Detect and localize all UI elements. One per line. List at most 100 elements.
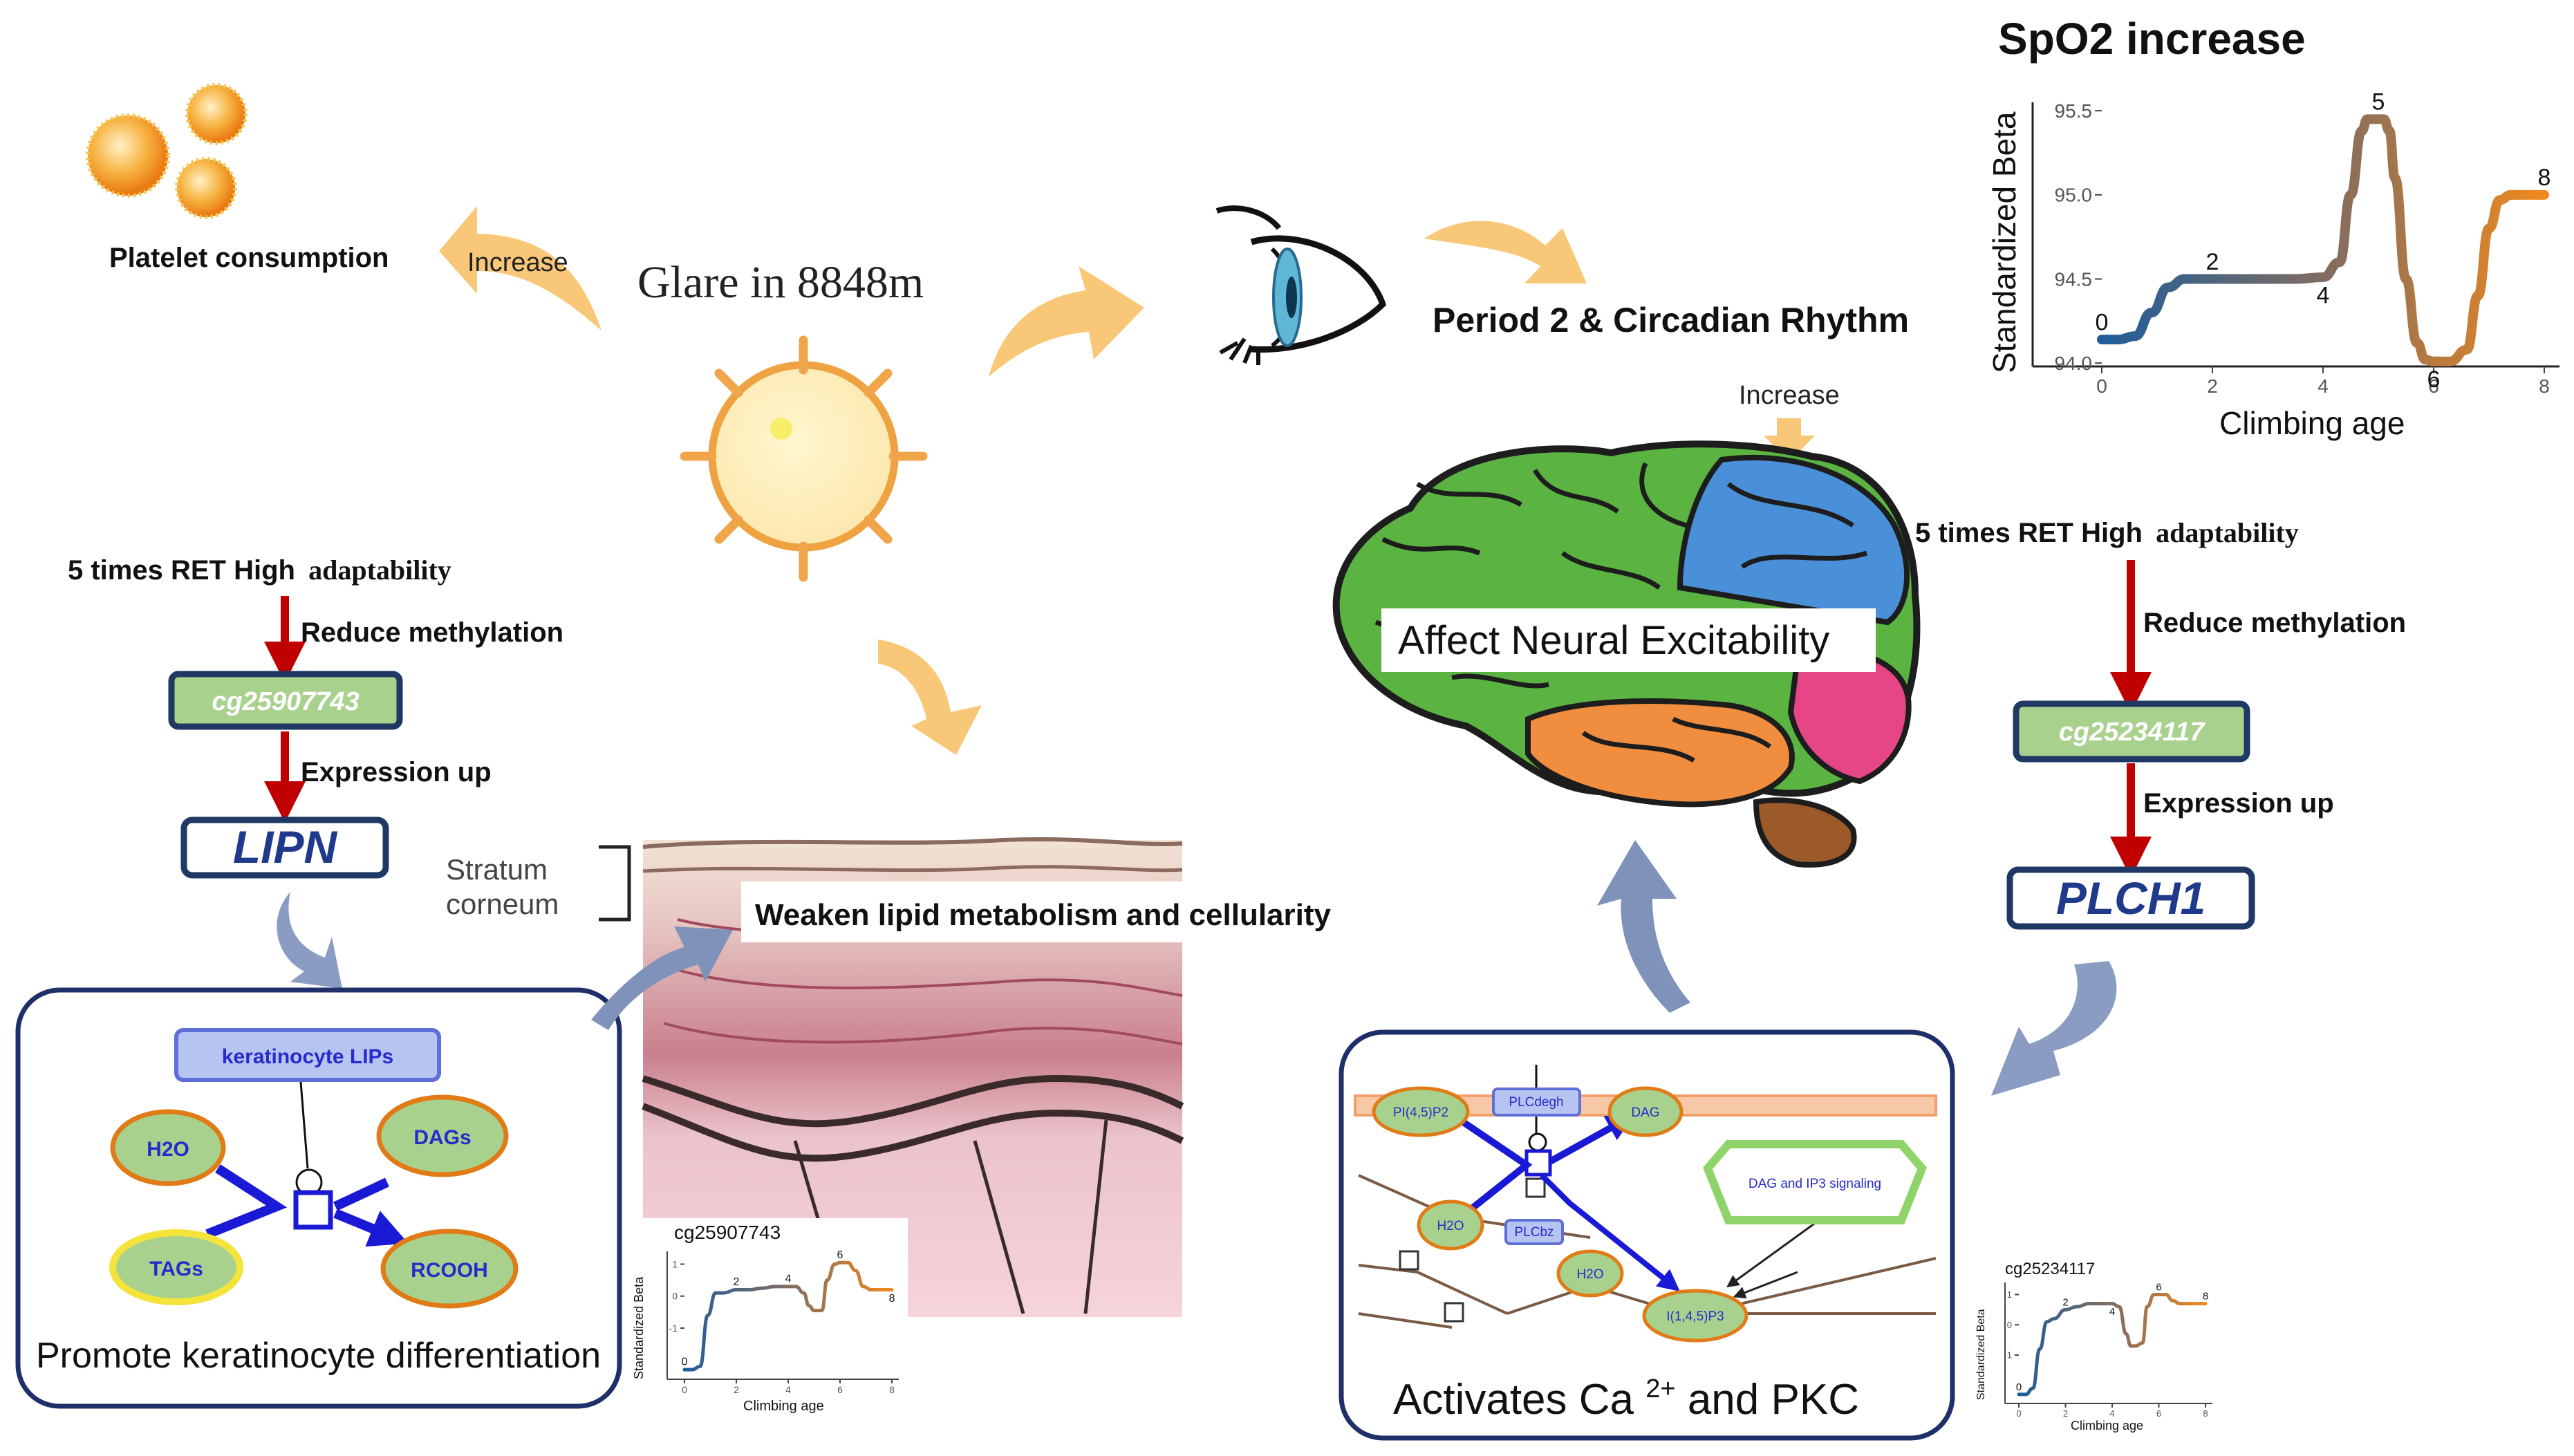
node-h2o-b-label: H2O: [1576, 1267, 1603, 1282]
platelet-label: Platelet consumption: [109, 243, 389, 273]
left-gene-label: LIPN: [233, 821, 338, 872]
spo2-point-label: 4: [2317, 282, 2330, 308]
right-ret-serif: adaptability: [2156, 517, 2299, 548]
c1-xtick-label: 2: [734, 1384, 739, 1395]
cg25907743-series-line: [682, 1260, 894, 1372]
c1-ytick-label: -1: [669, 1323, 678, 1334]
right-reduce-label: Reduce methylation: [2143, 608, 2406, 638]
node-ip3: [1642, 1289, 1748, 1343]
cg25907743-x-axis-label: Climbing age: [743, 1399, 824, 1414]
spo2-ytick-label: 95.5: [2055, 100, 2093, 122]
c2-ytick-label: -1: [2004, 1350, 2012, 1361]
node-dags: [376, 1094, 509, 1177]
spo2-xtick-label: 6: [2428, 375, 2439, 397]
node-h2o-b: [1556, 1249, 1624, 1298]
arrow-circadian-to-brain: [1764, 418, 1815, 462]
cg25234117-x-axis-label: Climbing age: [2071, 1419, 2143, 1432]
c1-xtick-label: 8: [889, 1384, 895, 1395]
node-h2o-a: [1417, 1200, 1484, 1251]
cg25234117-series-line: [2017, 1293, 2208, 1397]
right-ret-label: 5 times RET High adaptability: [1915, 517, 2299, 548]
spo2-point-label: 0: [2096, 309, 2109, 335]
c1-xtick-label: 4: [785, 1384, 791, 1395]
spo2-xtick-label: 0: [2096, 375, 2107, 397]
keratinocyte-pathway-diagram: keratinocyte LIPs H2O DAGs TAGs RCOOH: [109, 1028, 519, 1309]
c1-point-label: 4: [785, 1273, 792, 1285]
arrow-gene-to-calcium-panel: [1991, 961, 2117, 1096]
node-keratinocyte-lips: [174, 1028, 441, 1082]
arrow-keratinocyte-to-skin: [591, 926, 733, 1030]
right-expression-label: Expression up: [2143, 788, 2334, 819]
skin-effect-label: Weaken lipid metabolism and cellularity: [755, 898, 1332, 932]
spo2-ytick-label: 94.5: [2055, 268, 2093, 290]
c2-ytick-label: 0: [2007, 1320, 2012, 1330]
c2-point-label: 8: [2203, 1291, 2208, 1303]
arrow-to-platelets: [439, 206, 601, 330]
c2-point-label: 2: [2062, 1296, 2068, 1308]
platelets-image: [86, 83, 248, 219]
c1-ytick-label: 1: [672, 1258, 678, 1269]
c2-ytick-label: 1: [2007, 1289, 2012, 1300]
spo2-series-line: [2097, 114, 2549, 366]
node-dag: [1607, 1086, 1684, 1137]
spo2-point-label: 2: [2206, 249, 2219, 275]
spo2-point-label: 5: [2372, 89, 2385, 115]
c1-point-label: 6: [837, 1249, 843, 1261]
brain-label: Affect Neural Excitability: [1398, 618, 1829, 663]
calcium-pathway-panel: [1339, 1029, 1955, 1441]
c1-xtick-label: 0: [682, 1384, 687, 1395]
circadian-label: Period 2 & Circadian Rhythm: [1433, 301, 1909, 339]
node-h2o-a-label: H2O: [1437, 1219, 1464, 1233]
node-dag-label: DAG: [1631, 1105, 1659, 1120]
cg25907743-y-axis-label: Standardized Beta: [632, 1276, 646, 1379]
spo2-y-axis-label: Standardized Beta: [1986, 111, 2022, 373]
stratum-label-line2: corneum: [446, 888, 559, 920]
right-ret-bold: 5 times RET High: [1915, 518, 2143, 548]
arrow-sun-to-skin: [878, 640, 982, 755]
node-rcooh-label: RCOOH: [411, 1259, 488, 1282]
node-ip3-label: I(1,4,5)P3: [1666, 1309, 1724, 1324]
left-ret-bold: 5 times RET High: [68, 555, 295, 586]
calcium-caption-post: and PKC: [1688, 1376, 1859, 1424]
arrow-sun-to-eye: [989, 266, 1144, 377]
left-ret-label: 5 times RET High adaptability: [68, 554, 451, 586]
c2-xtick-label: 0: [2016, 1408, 2021, 1419]
arrow-calcium-to-brain: [1597, 840, 1690, 1013]
c2-xtick-label: 8: [2203, 1408, 2208, 1419]
spo2-chart-title: SpO2 increase: [1998, 14, 2306, 64]
increase-left-label: Increase: [467, 248, 568, 277]
stratum-bracket: [599, 845, 631, 922]
node-dags-label: DAGs: [413, 1126, 471, 1149]
right-gene-box: [2006, 866, 2255, 930]
spo2-ytick-label: 95.0: [2055, 185, 2093, 206]
spo2-ytick-label: 94.0: [2055, 353, 2093, 374]
increase-right-label: Increase: [1739, 381, 1840, 410]
calcium-caption-pre: Activates Ca: [1393, 1376, 1634, 1424]
cg25234117-chart-title: cg25234117: [2005, 1260, 2095, 1278]
c2-xtick-label: 2: [2063, 1408, 2068, 1419]
brain-illustration: [1332, 440, 1921, 868]
right-cpg-label: cg25234117: [2059, 718, 2205, 747]
spo2-point-label: 8: [2538, 165, 2551, 191]
c2-point-label: 4: [2109, 1306, 2115, 1318]
node-rcooh: [380, 1229, 519, 1309]
glare-title: Glare in 8848m: [637, 257, 924, 308]
c1-ytick-label: 0: [672, 1291, 678, 1302]
node-pip2: [1372, 1086, 1470, 1137]
left-expression-label: Expression up: [301, 757, 492, 787]
left-reduce-label: Reduce methylation: [301, 617, 563, 648]
c1-point-label: 2: [734, 1276, 740, 1288]
left-cpg-box: [168, 671, 403, 730]
node-keratinocyte-lips-label: keratinocyte LIPs: [222, 1045, 393, 1068]
stratum-label-line1: Stratum: [446, 853, 548, 886]
keratinocyte-caption: Promote keratinocyte differentiation: [36, 1336, 601, 1376]
c2-point-label: 6: [2156, 1282, 2161, 1294]
c2-xtick-label: 4: [2109, 1408, 2114, 1419]
spo2-xtick-label: 8: [2539, 375, 2550, 397]
calcium-pathway-diagram: PI(4,5)P2 PLCdegh DAG DAG and IP3 signal…: [1354, 1065, 1937, 1343]
node-h2o: [110, 1109, 226, 1186]
node-plcbz: [1504, 1219, 1564, 1245]
arrow-eye-to-circadian: [1424, 221, 1587, 283]
